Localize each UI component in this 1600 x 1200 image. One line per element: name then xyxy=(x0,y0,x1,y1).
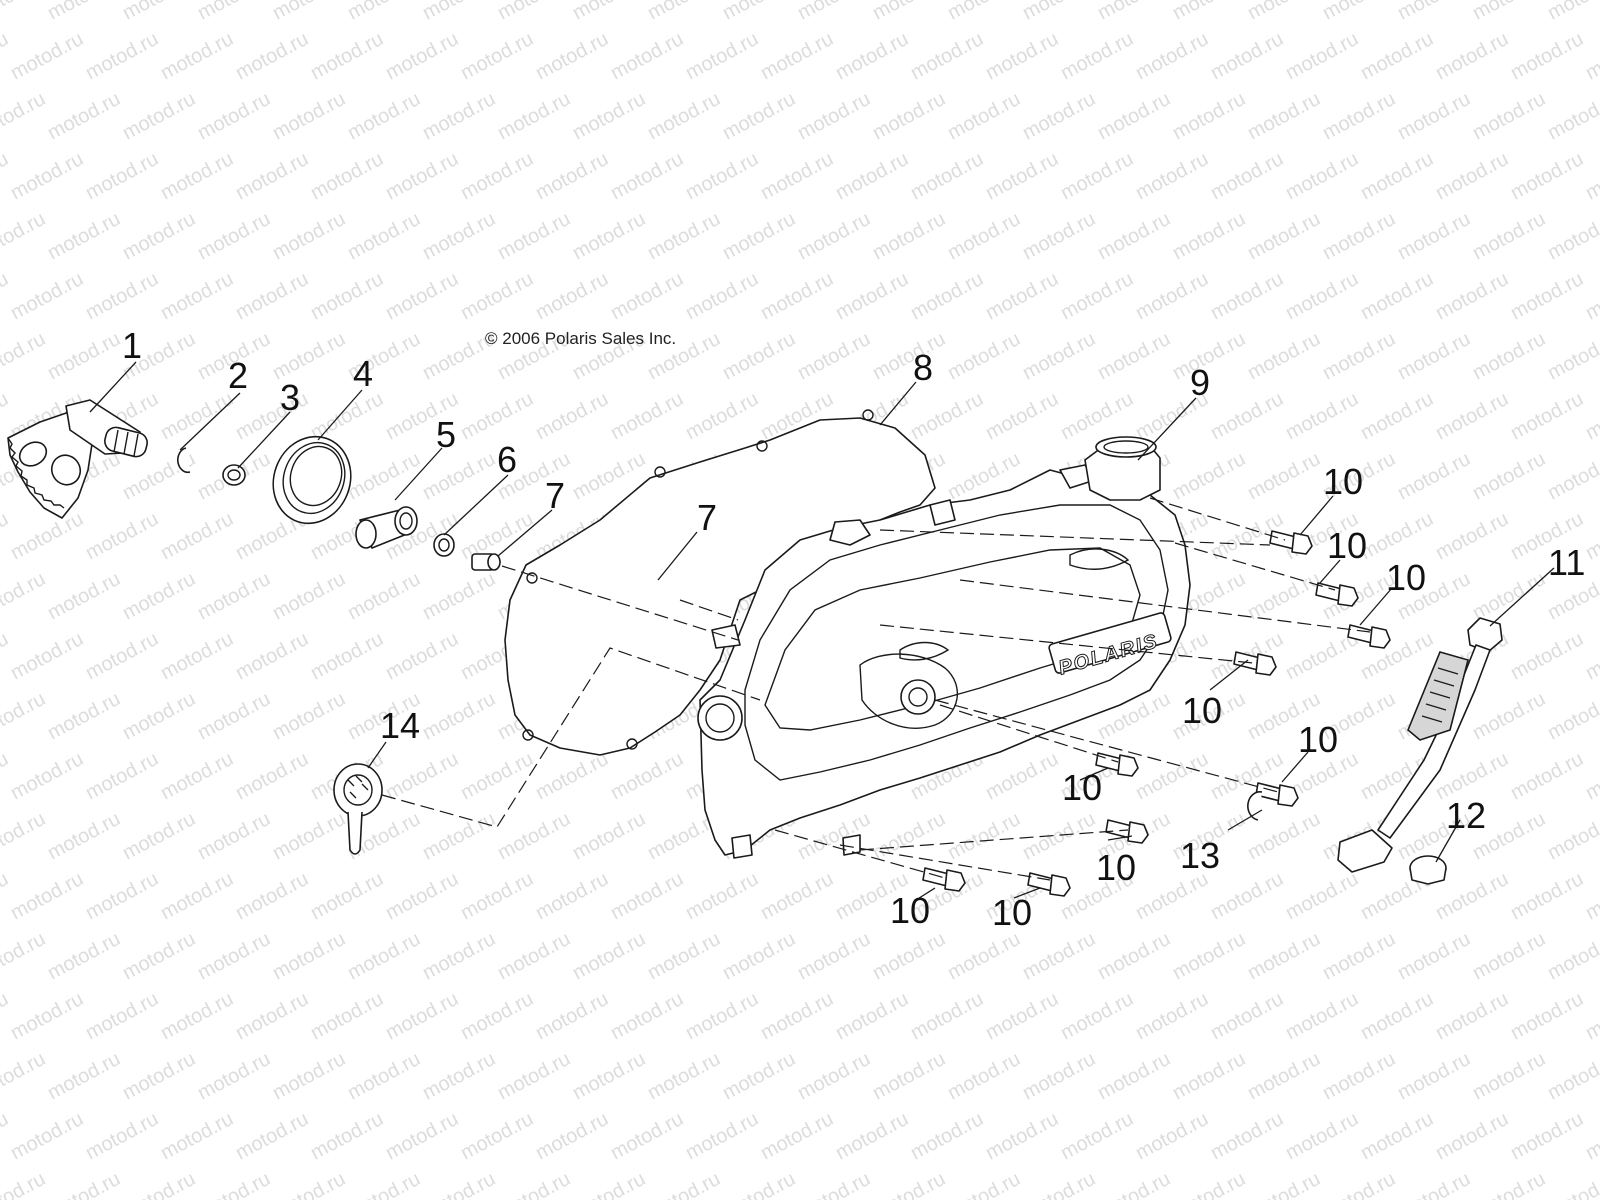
callout-10-f: 10 xyxy=(1062,767,1102,808)
callout-1: 1 xyxy=(122,325,142,366)
part-bolt xyxy=(1233,651,1277,676)
bolt-group xyxy=(922,530,1391,897)
callout-10-e: 10 xyxy=(1298,719,1338,760)
assembly-lines xyxy=(381,497,1371,881)
callout-4: 4 xyxy=(353,353,373,394)
callout-3: 3 xyxy=(280,377,300,418)
callout-11: 11 xyxy=(1548,542,1585,583)
part-bolt xyxy=(1315,582,1359,607)
part-washer-3 xyxy=(222,464,246,486)
callout-9: 9 xyxy=(1190,362,1210,403)
callout-2: 2 xyxy=(228,355,248,396)
part-kickstart-gear-shaft xyxy=(7,399,148,519)
part-bolt xyxy=(1027,872,1071,897)
callout-7a: 7 xyxy=(545,475,565,516)
part-crankcase-cover: POLARIS xyxy=(697,464,1191,859)
callout-8: 8 xyxy=(913,347,933,388)
callout-10-b: 10 xyxy=(1327,525,1367,566)
callout-10-a: 10 xyxy=(1323,461,1363,502)
part-kickstart-lever xyxy=(1337,617,1503,873)
callout-10-d: 10 xyxy=(1182,690,1222,731)
part-bolt xyxy=(1255,782,1299,807)
leader-lines xyxy=(89,361,1555,901)
callout-10-c: 10 xyxy=(1386,557,1426,598)
part-snap-ring xyxy=(177,447,191,474)
callout-labels: 1 2 3 4 5 6 7 7 8 9 10 10 10 10 10 10 10… xyxy=(122,325,1585,933)
part-seal xyxy=(272,435,352,525)
part-air-duct xyxy=(1084,436,1161,501)
copyright-notice: © 2006 Polaris Sales Inc. xyxy=(485,329,676,348)
part-washer-6 xyxy=(433,533,455,557)
callout-13: 13 xyxy=(1180,835,1220,876)
callout-10-i: 10 xyxy=(992,892,1032,933)
part-bolt xyxy=(1105,819,1149,844)
part-bolt xyxy=(922,867,966,892)
part-clip xyxy=(1247,791,1263,821)
part-drain-plug xyxy=(333,763,383,855)
callout-7b: 7 xyxy=(697,497,717,538)
part-cap xyxy=(1409,855,1447,885)
part-dowel-pin-a xyxy=(471,553,501,571)
part-bolt xyxy=(1269,530,1313,555)
callout-12: 12 xyxy=(1446,795,1486,836)
part-bolt xyxy=(1347,624,1391,649)
callout-10-g: 10 xyxy=(1096,847,1136,888)
part-bushing xyxy=(355,506,418,549)
callout-10-h: 10 xyxy=(890,890,930,931)
callout-14: 14 xyxy=(380,705,420,746)
callout-6: 6 xyxy=(497,439,517,480)
callout-5: 5 xyxy=(436,414,456,455)
